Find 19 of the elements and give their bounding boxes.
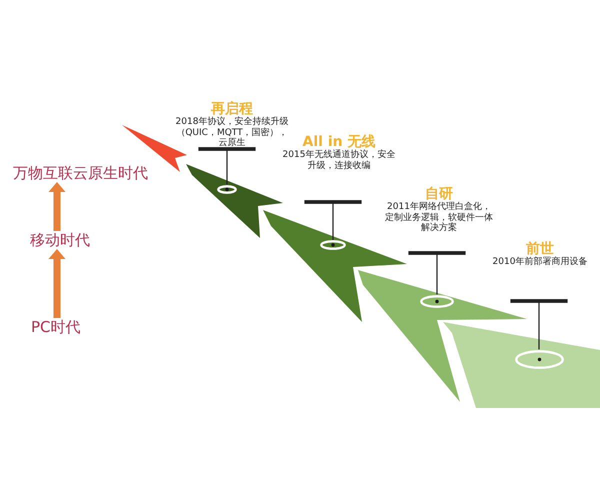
leader-line <box>408 251 466 296</box>
arrow <box>48 182 66 231</box>
era-label: PC时代 <box>31 318 81 336</box>
milestone-description: 2011年网络代理白盒化，定制业务逻辑，软硬件一体解决方案 <box>384 202 494 234</box>
milestone-description: 2010年前部署商用设备 <box>492 257 588 268</box>
milestone-title: 前世 <box>526 242 554 257</box>
ring-marker <box>320 240 346 250</box>
milestone-title: 自研 <box>425 187 453 202</box>
arrow <box>48 249 66 318</box>
ring-marker <box>420 294 454 308</box>
leader-line <box>510 299 568 350</box>
milestone-title: 再启程 <box>211 102 253 117</box>
milestone-description: 2018年协议，安全持续升级（QUIC，MQTT，国密），云原生 <box>174 117 290 148</box>
era-label: 万物互联云原生时代 <box>13 164 148 182</box>
era-label: 移动时代 <box>30 231 90 249</box>
ring-marker <box>514 350 564 368</box>
milestone-description: 2015年无线通道协议，安全升级，连接收编 <box>282 150 396 171</box>
milestone-title: All in 无线 <box>302 135 376 150</box>
leader-line <box>304 200 362 241</box>
